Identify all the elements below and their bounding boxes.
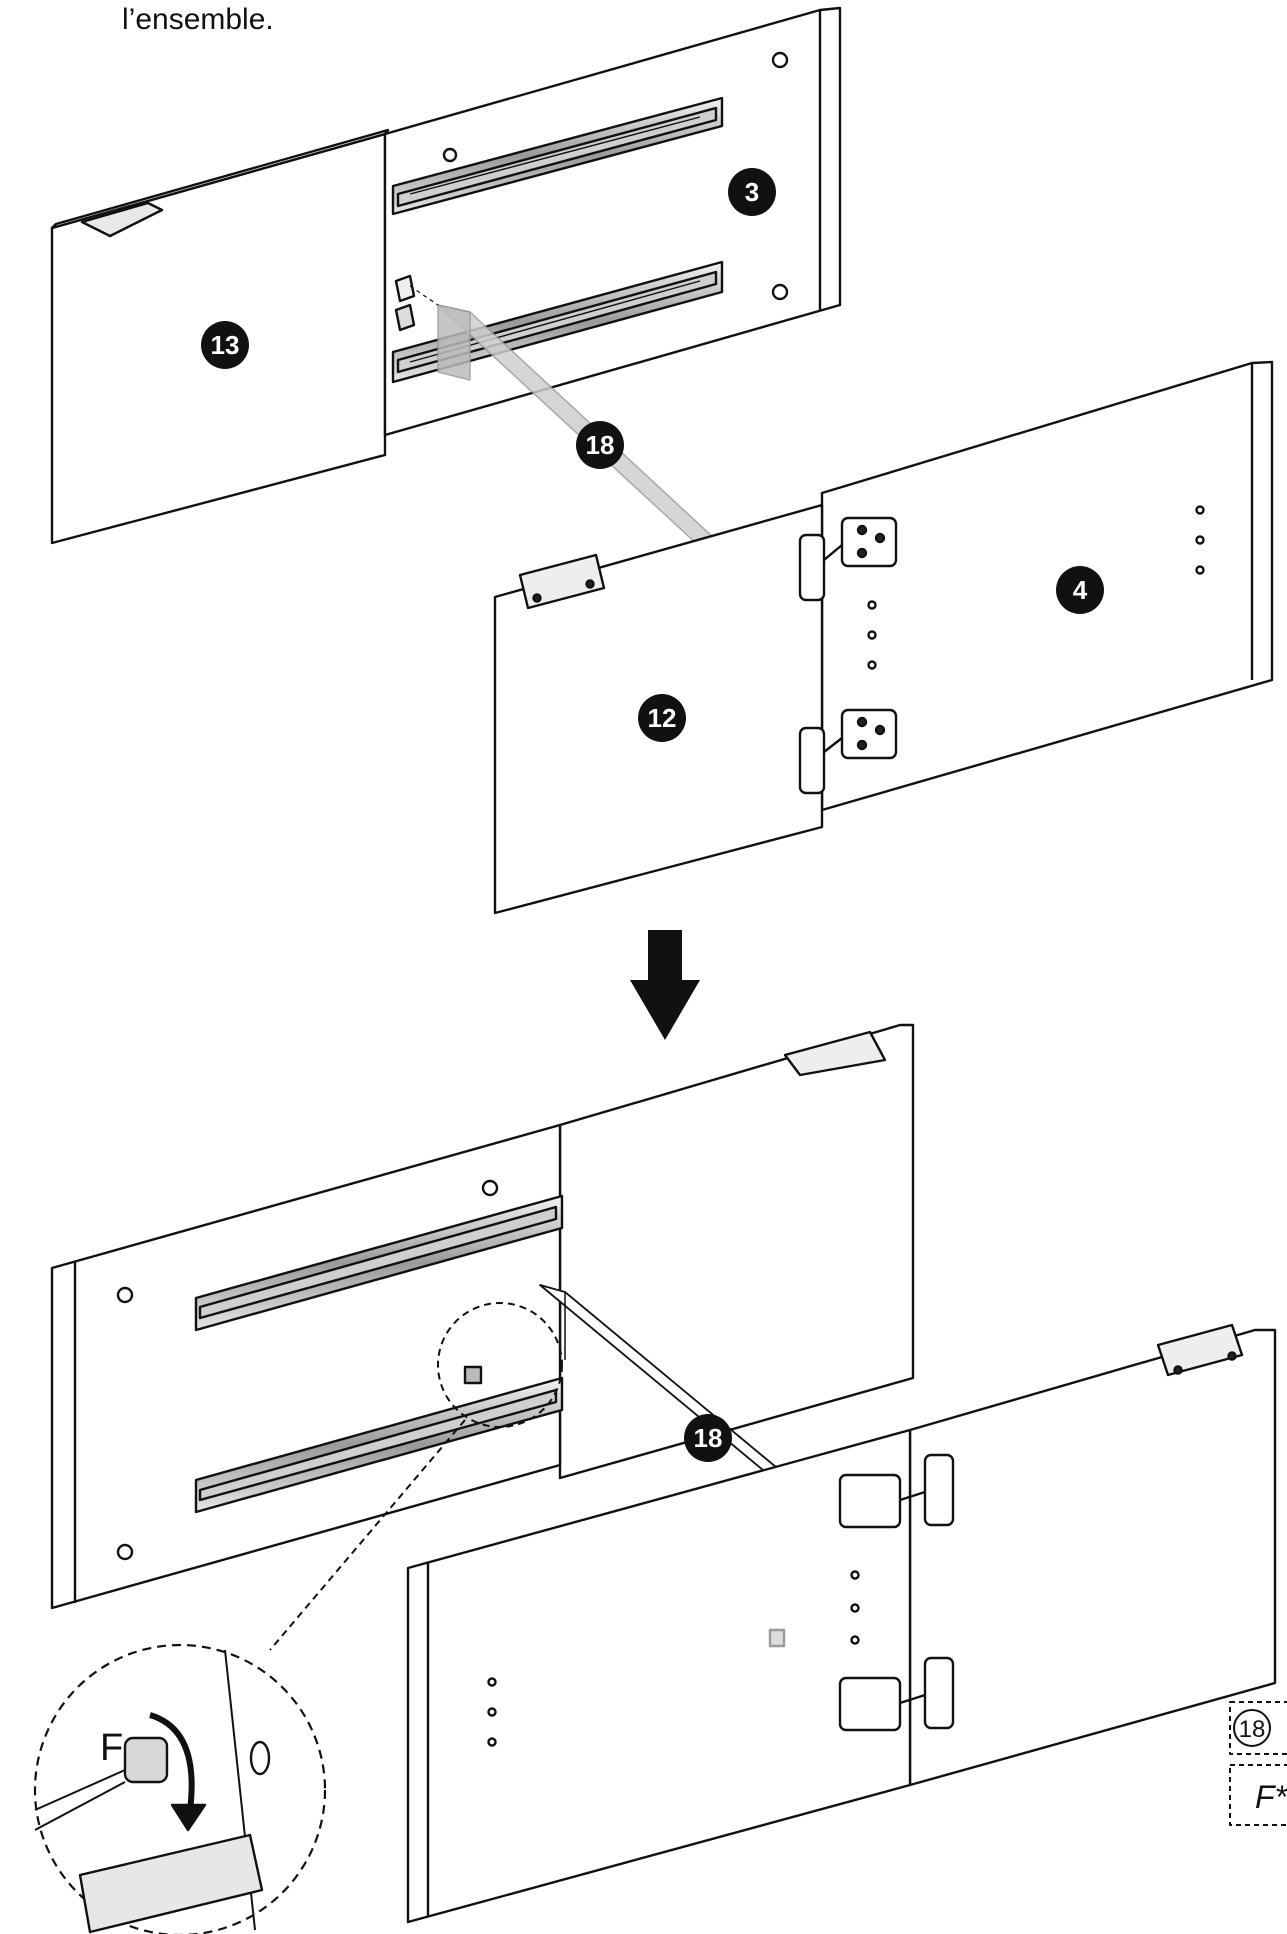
svg-text:4: 4 xyxy=(1073,575,1088,605)
part-badge-18-top: 18 xyxy=(576,421,624,469)
svg-text:18: 18 xyxy=(1239,1716,1266,1743)
panel-bottom-left xyxy=(50,1123,564,1610)
instruction-text: l’ensemble. xyxy=(122,3,274,36)
svg-text:18: 18 xyxy=(586,430,615,460)
legend-box xyxy=(1229,1701,1287,1826)
part-badge-4: 4 xyxy=(1056,566,1104,614)
legend-item-18: 18 xyxy=(1233,1709,1271,1747)
svg-text:18: 18 xyxy=(694,1423,723,1453)
part-badge-18-bottom: 18 xyxy=(684,1414,732,1462)
part-badge-12: 12 xyxy=(638,694,686,742)
panel-bottom-right xyxy=(908,1323,1277,1787)
part-badge-13: 13 xyxy=(201,321,249,369)
legend-item-f: F* xyxy=(1255,1779,1287,1815)
zoom-detail xyxy=(33,1643,327,1934)
svg-text:13: 13 xyxy=(211,330,240,360)
panel-bottom-front xyxy=(406,1428,955,1924)
panel-4 xyxy=(820,360,1274,812)
part-badge-3: 3 xyxy=(728,168,776,216)
svg-text:12: 12 xyxy=(648,703,677,733)
detail-indicator xyxy=(269,1302,563,1651)
down-arrow-icon xyxy=(630,930,700,1040)
fitting-label: F xyxy=(100,1727,123,1769)
svg-text:3: 3 xyxy=(745,177,759,207)
panel-3 xyxy=(383,6,842,437)
panel-bottom-back xyxy=(558,1023,915,1480)
